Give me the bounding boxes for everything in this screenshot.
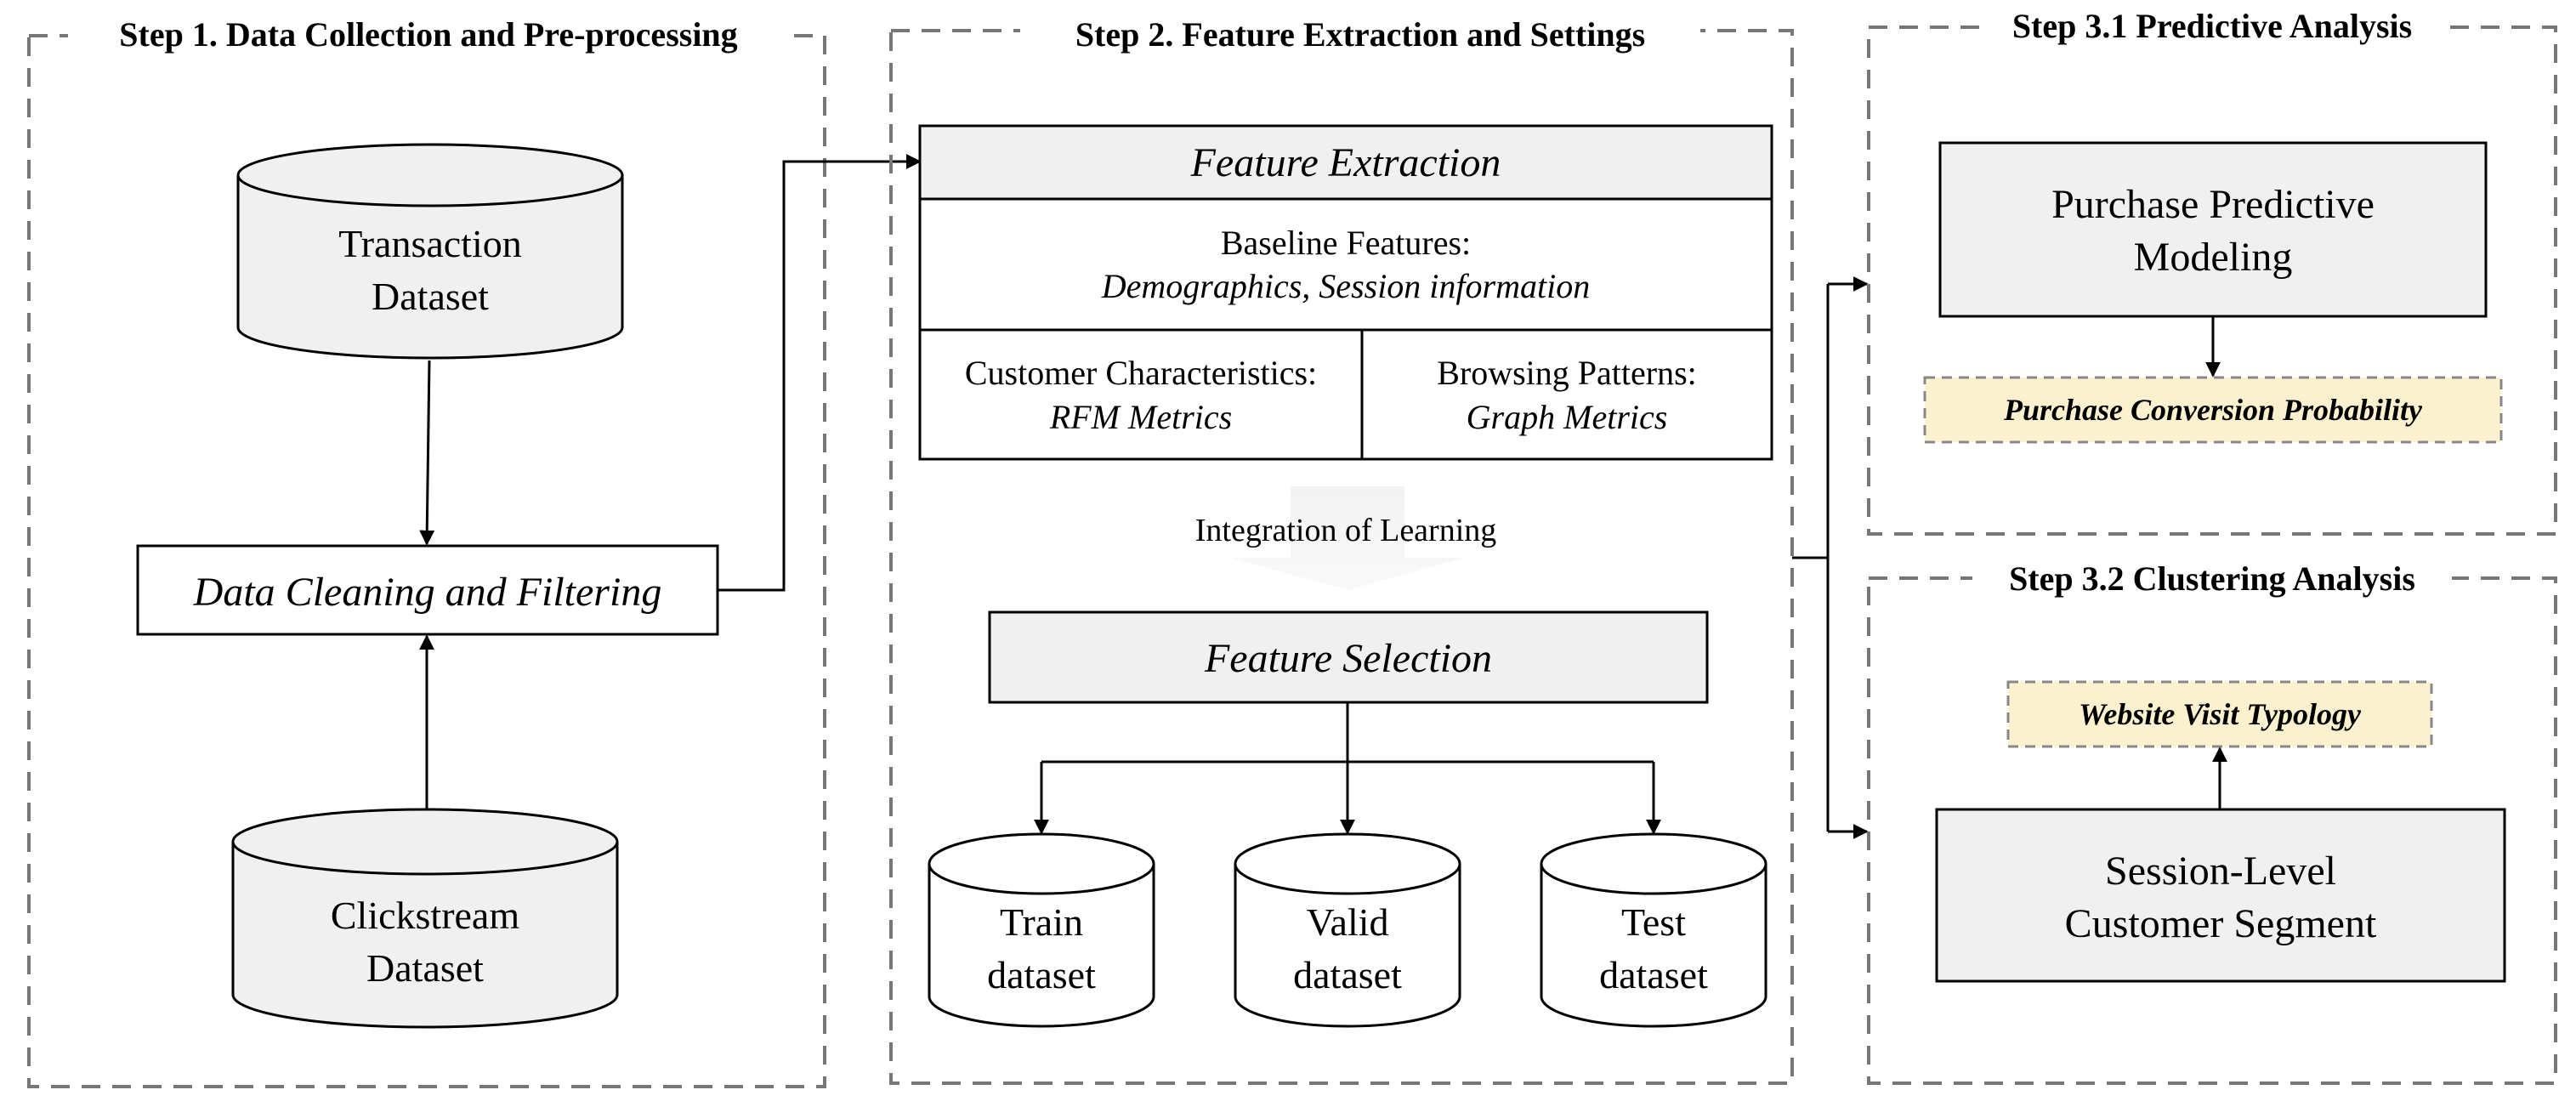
customer-segment-label: Session-Level (2105, 849, 2336, 894)
valid-dataset-label-2: dataset (1293, 953, 1402, 996)
arrow-cleaning-to-feature-extraction (718, 154, 922, 592)
baseline-features-title: Baseline Features: (1221, 224, 1471, 262)
step1-title: Step 1. Data Collection and Pre-processi… (119, 15, 737, 54)
feature-selection-label: Feature Selection (1204, 636, 1492, 681)
step32-panel: Step 3.2 Clustering Analysis Website Vis… (1867, 553, 2557, 1085)
test-dataset-label: Test (1621, 900, 1686, 944)
step31-title: Step 3.1 Predictive Analysis (2012, 7, 2412, 45)
test-dataset-label-2: dataset (1599, 953, 1708, 996)
browsing-patterns-detail: Graph Metrics (1467, 398, 1668, 436)
transaction-dataset-label-2: Dataset (372, 275, 489, 318)
step2-title-mask (1020, 7, 1700, 58)
integration-arrow-shape (1231, 486, 1464, 590)
customer-segment-label-2: Customer Segment (2065, 901, 2377, 946)
customer-characteristics-cell (918, 328, 1364, 461)
browsing-patterns-cell (1360, 328, 1773, 461)
clickstream-dataset-cylinder: Clickstream Dataset (231, 808, 619, 1029)
step1-title-mask (68, 10, 784, 61)
step2-panel: Step 2. Feature Extraction and Settings … (889, 7, 1794, 1085)
test-dataset-cylinder: Test dataset (1540, 832, 1767, 1028)
browsing-patterns-title: Browsing Patterns: (1437, 354, 1697, 392)
transaction-dataset-label: Transaction (338, 222, 522, 265)
step2-title: Step 2. Feature Extraction and Settings (1075, 15, 1645, 54)
step2-border (889, 29, 1794, 1085)
step31-title-mask (1981, 2, 2443, 51)
purchase-probability-label: Purchase Conversion Probability (2003, 393, 2423, 427)
feature-extraction-label: Feature Extraction (1190, 140, 1501, 185)
arrow-transaction-to-cleaning (419, 360, 435, 546)
integration-label: Integration of Learning (1195, 513, 1497, 548)
valid-dataset-cylinder: Valid dataset (1234, 832, 1461, 1028)
transaction-dataset-cylinder: Transaction Dataset (236, 143, 624, 360)
data-cleaning-label: Data Cleaning and Filtering (193, 570, 662, 615)
data-cleaning-box (136, 544, 719, 636)
purchase-probability-box (1923, 376, 2503, 444)
customer-characteristics-detail: RFM Metrics (1049, 398, 1232, 436)
website-typology-label: Website Visit Typology (2079, 697, 2362, 731)
purchase-model-box (1938, 141, 2488, 318)
valid-dataset-label: Valid (1306, 900, 1388, 944)
clickstream-dataset-label-2: Dataset (366, 946, 484, 990)
train-dataset-label-2: dataset (987, 953, 1096, 996)
train-dataset-label: Train (1000, 900, 1083, 944)
baseline-features-detail: Demographics, Session information (1101, 267, 1590, 305)
step32-title-mask (1972, 553, 2452, 602)
feature-extraction-header (918, 124, 1773, 201)
step1-panel: Step 1. Data Collection and Pre-processi… (27, 10, 826, 1088)
customer-segment-box (1935, 808, 2506, 983)
feature-selection-box (988, 610, 1709, 704)
train-dataset-cylinder: Train dataset (928, 832, 1155, 1028)
step32-title: Step 3.2 Clustering Analysis (2009, 559, 2415, 598)
step31-panel: Step 3.1 Predictive Analysis Purchase Pr… (1867, 2, 2557, 536)
baseline-features-cell (918, 197, 1773, 332)
customer-characteristics-title: Customer Characteristics: (965, 354, 1317, 392)
clickstream-dataset-label: Clickstream (331, 894, 519, 937)
step2-to-step3-connector (1792, 276, 1869, 839)
website-typology-box (2006, 680, 2433, 748)
purchase-model-label: Purchase Predictive (2051, 182, 2375, 227)
purchase-model-label-2: Modeling (2134, 235, 2293, 280)
